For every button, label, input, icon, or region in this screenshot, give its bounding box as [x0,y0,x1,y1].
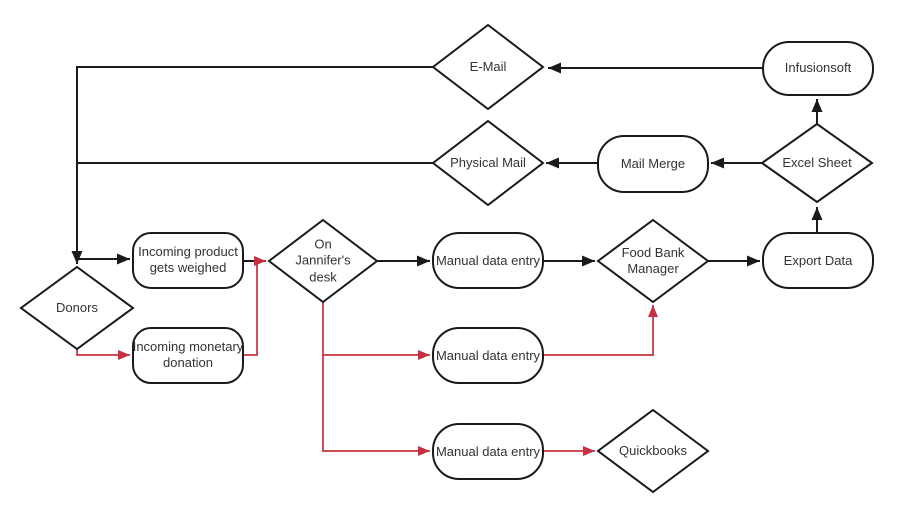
manual-entry-2-node [432,327,544,384]
physical-mail-node [431,119,545,207]
jannifers-desk-node [267,218,379,304]
export-data-node [762,232,874,289]
food-bank-manager-node [596,218,710,304]
edge-manual-entry-2-to-food-bank-manager [543,305,658,356]
manual-entry-1-node [432,232,544,289]
edge-jannifers-desk-to-manual-entry-3 [322,355,430,456]
excel-sheet-node [760,122,874,204]
quickbooks-node [596,408,710,494]
manual-entry-3-node [432,423,544,480]
edge-donors-to-incoming-monetary [76,349,130,360]
infusionsoft-node [762,41,874,96]
donors-node [19,265,135,351]
edge-email-to-donors [71,66,433,264]
email-node [431,23,545,111]
edge-jannifers-desk-to-manual-entry-2 [322,302,430,360]
edge-incoming-monetary-to-jannifers-desk [243,256,266,356]
incoming-monetary-node [132,327,244,384]
mail-merge-node [597,135,709,193]
incoming-product-node [132,232,244,289]
